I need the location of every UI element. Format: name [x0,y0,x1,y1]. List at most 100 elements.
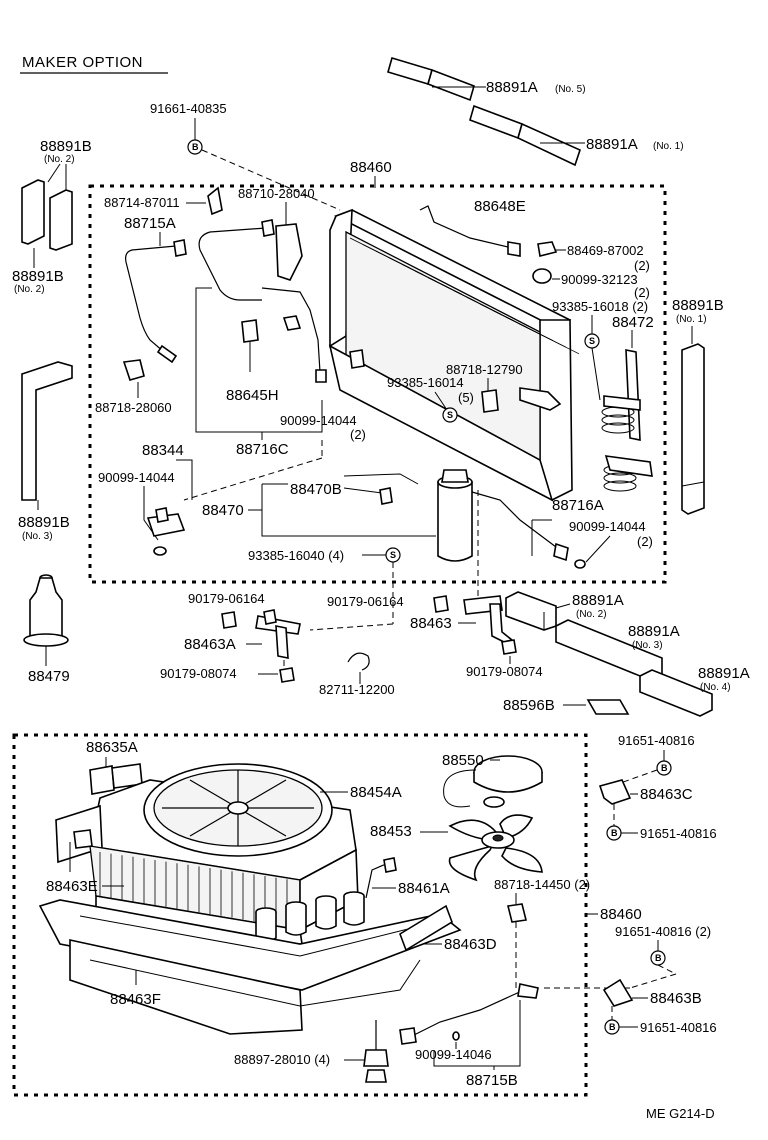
label-93385-16040: 93385-16040 (4) [248,548,344,563]
label-90099-32123-sub: (2) [634,285,650,300]
label-88891B-right: 88891B [672,297,724,314]
label-90099-14044-c: 90099-14044 [569,519,646,534]
label-88716C: 88716C [236,441,289,458]
svg-text:B: B [611,828,618,838]
clamp-88718-12790 [481,389,499,413]
bracket-88463D [399,904,453,952]
label-88891A-no4-sub: (No. 4) [700,682,731,693]
label-88897-28010: 88897-28010 (4) [234,1052,330,1067]
label-88891B-top: 88891B [40,138,92,155]
label-90179-06164-a: 90179-06164 [188,591,265,606]
label-88891B-no3: 88891B [18,514,70,531]
label-93385-16014: 93385-16014 [387,375,464,390]
label-88469-87002: 88469-87002 [567,243,644,258]
label-90099-14044-a: 90099-14044 [280,413,357,428]
label-88891A-no2: 88891A [572,592,624,609]
label-88463A: 88463A [184,636,236,653]
pipe-88716C-a [198,227,267,301]
svg-text:B: B [655,953,662,963]
bracket-88463B [602,978,634,1007]
svg-text:S: S [447,410,453,420]
label-88891A-no4: 88891A [698,665,750,682]
receiver-tank-88470 [437,469,473,562]
svg-text:S: S [390,550,396,560]
label-88635A: 88635A [86,739,138,756]
label-88718-28060: 88718-28060 [95,400,172,415]
label-90099-14046: 90099-14046 [415,1047,492,1062]
boot-88479 [23,574,69,647]
label-90099-14044-c-sub: (2) [637,534,653,549]
svg-text:S: S [589,336,595,346]
seal-strip-88891A-no2 [505,591,557,631]
label-88891A-no3-sub: (No. 3) [632,640,663,651]
nut-90179-06164-b [433,595,449,613]
label-91651-40816-d: 91651-40816 [640,1020,717,1035]
wire-88470B [343,473,419,485]
label-88454A: 88454A [350,784,402,801]
label-88718-14450: 88718-14450 (2) [494,877,590,892]
label-90179-08074-b: 90179-08074 [466,664,543,679]
label-93385-16014-sub: (5) [458,390,474,405]
label-88645H: 88645H [226,387,279,404]
condenser-88460 [328,208,580,502]
label-90179-08074-a: 90179-08074 [160,666,237,681]
label-91651-40816-b: 91651-40816 [640,826,717,841]
label-88469-87002-sub: (2) [634,258,650,273]
label-88463D: 88463D [444,936,497,953]
bracket-88463C [598,779,632,805]
svg-text:B: B [609,1022,616,1032]
clamp-88718-14450 [507,903,527,923]
oring-90099-14044 [153,546,167,556]
wire-88550 [443,769,477,808]
label-88716A: 88716A [552,497,604,514]
fan-motor-88550 [473,755,543,808]
fan-cover-88454A [143,763,333,857]
clamp-82711-12200 [347,652,370,671]
grommet-88714 [207,186,223,216]
label-88463C: 88463C [640,786,693,803]
label-88715B: 88715B [466,1072,518,1089]
pad-88596B [586,699,630,715]
label-93385-16018: 93385-16018 (2) [552,299,648,314]
label-88463: 88463 [410,615,452,632]
label-88460-bottom: 88460 [600,906,642,923]
label-88470: 88470 [202,502,244,519]
label-88891B-left-sub: (No. 2) [14,284,45,295]
label-91661-40835: 91661-40835 [150,101,227,116]
label-88891A-no3: 88891A [628,623,680,640]
seal-block-88891B-no3 [21,361,73,501]
label-88714-87011: 88714-87011 [104,195,180,210]
nut-90179-08074-b [501,639,517,655]
label-88460-top: 88460 [350,159,392,176]
label-88891A-no2-sub: (No. 2) [576,609,607,620]
label-88891B-right-sub: (No. 1) [676,314,707,325]
bracket-88463 [463,595,514,643]
label-88648E: 88648E [474,198,526,215]
label-90179-06164-b: 90179-06164 [327,594,404,609]
svg-text:B: B [192,142,199,152]
pipe-88716A [471,491,561,551]
header-title: MAKER OPTION [22,54,143,71]
bracket-88710 [275,223,303,281]
nut-90179-06164-a [221,611,237,629]
footer-code: ME G214-D [646,1106,715,1121]
bracket-88463E [73,829,93,849]
seal-strip-88891A-no4 [639,669,713,717]
label-88470B: 88470B [290,481,342,498]
condenser-group-box [88,184,667,584]
label-88463E: 88463E [46,878,98,895]
label-88891B-no3-sub: (No. 3) [22,531,53,542]
seal-block-88891B-no1 [681,343,705,515]
switch-88470B [379,487,393,505]
grommet-88469 [537,241,558,257]
label-88891B-top-sub: (No. 2) [44,154,75,165]
fan-blade-88453 [448,814,543,882]
pipe-88715A [125,245,177,353]
pipe-88716C-b [261,287,321,373]
relay-block [255,891,365,942]
clamp-88718-28060 [122,359,145,381]
label-91651-40816-a: 91651-40816 [618,733,695,748]
label-88472: 88472 [612,314,654,331]
label-88344: 88344 [142,442,184,459]
